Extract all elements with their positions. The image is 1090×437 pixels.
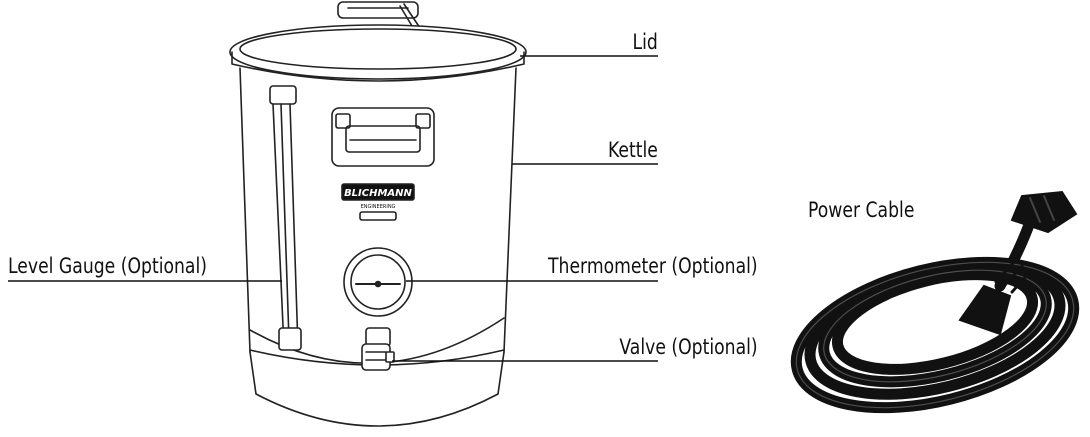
label-thermometer-suffix: (Optional) [666, 254, 758, 278]
carry-handle [331, 107, 435, 167]
brand-sub: ENGINEERING [361, 204, 396, 210]
label-thermometer-word: Thermometer [548, 254, 667, 278]
level-gauge [269, 85, 302, 351]
label-thermometer: Thermometer (Optional) [548, 256, 758, 277]
cable-plug [958, 260, 1032, 336]
label-power-cable: Power Cable [808, 198, 915, 222]
lid [229, 24, 527, 82]
brand-badge [341, 183, 415, 201]
valve [361, 327, 395, 371]
cable-connector-top [1010, 190, 1078, 234]
brand-plate [359, 211, 397, 221]
label-level-gauge: Level Gauge (Optional) [8, 254, 207, 278]
label-valve: Valve (Optional) [620, 337, 758, 358]
thermometer [343, 247, 413, 317]
label-valve-suffix: (Optional) [666, 335, 758, 359]
label-kettle: Kettle [608, 138, 658, 162]
label-valve-word: Valve [619, 335, 667, 359]
label-lid: Lid [632, 30, 658, 54]
power-cable [790, 190, 1080, 414]
brand-name: BLICHMANN [344, 188, 412, 199]
